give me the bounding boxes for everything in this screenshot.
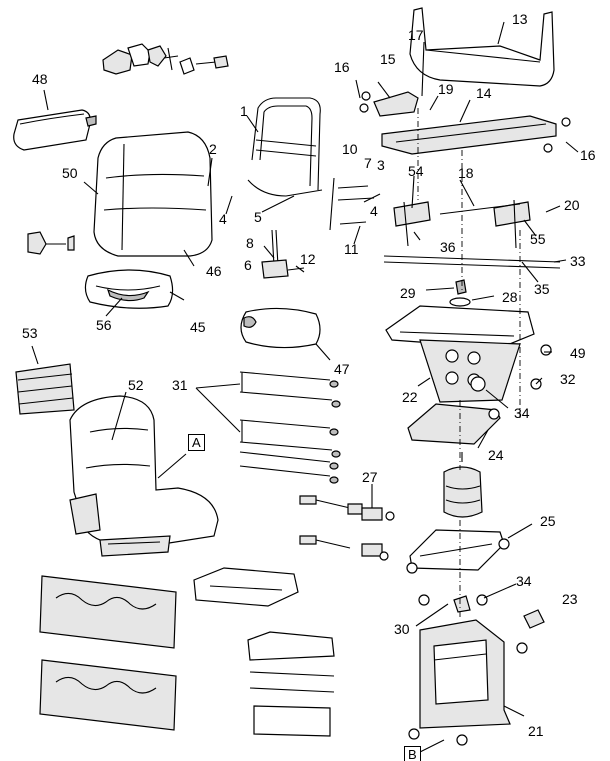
callout-45: 45 — [190, 319, 206, 335]
leader-lines — [31, 21, 579, 753]
hardware-cluster — [102, 43, 229, 75]
callout-1: 1 — [240, 103, 248, 119]
callout-16-right: 16 — [580, 147, 596, 163]
callout-18: 18 — [458, 165, 474, 181]
assembly-centerlines — [417, 108, 521, 620]
callout-34-lower: 34 — [516, 573, 532, 589]
lumbar-panel-2 — [39, 659, 177, 731]
callout-5: 5 — [254, 209, 262, 225]
bumper-block-23 — [523, 609, 545, 629]
callout-29: 29 — [400, 285, 416, 301]
callout-36: 36 — [440, 239, 456, 255]
callout-53: 53 — [22, 325, 38, 341]
slide-rails-14 — [381, 115, 571, 155]
seat-frame-13 — [409, 7, 555, 87]
callout-46: 46 — [206, 263, 222, 279]
callout-21: 21 — [528, 723, 544, 739]
tie-rods-31 — [239, 371, 341, 484]
callout-15: 15 — [380, 51, 396, 67]
callout-50: 50 — [62, 165, 78, 181]
callout-7: 7 — [364, 155, 372, 171]
callout-54: 54 — [408, 163, 424, 179]
callout-6: 6 — [244, 257, 252, 273]
callout-27: 27 — [362, 469, 378, 485]
callout-13: 13 — [512, 11, 528, 27]
air-spring — [443, 452, 483, 518]
view-marker-b: B — [404, 746, 421, 761]
back-frame-1 — [247, 97, 323, 197]
seat-cushion-45 — [84, 269, 174, 309]
callout-23: 23 — [562, 591, 578, 607]
callout-34-upper: 34 — [514, 405, 530, 421]
shock-absorbers-27 — [299, 495, 395, 561]
adjuster-knob — [27, 231, 75, 255]
callout-49: 49 — [570, 345, 586, 361]
armrest-47 — [240, 307, 321, 349]
lumbar-panel-1 — [39, 575, 177, 649]
callout-19: 19 — [438, 81, 454, 97]
callout-25: 25 — [540, 513, 556, 529]
armrest-pad-48 — [13, 109, 97, 151]
callout-11: 11 — [344, 241, 359, 257]
callout-55: 55 — [530, 231, 546, 247]
frame-boot-top — [193, 567, 299, 607]
base-21 — [408, 594, 528, 746]
adjust-lever-18 — [393, 199, 531, 249]
callout-30: 30 — [394, 621, 410, 637]
callout-48: 48 — [32, 71, 48, 87]
back-cushion-50 — [93, 131, 213, 257]
callout-17: 17 — [408, 27, 424, 43]
callout-31: 31 — [172, 377, 188, 393]
callout-16-left: 16 — [334, 59, 350, 75]
view-marker-a: A — [188, 434, 205, 451]
callout-22: 22 — [402, 389, 418, 405]
bracket-15 — [359, 91, 419, 117]
callout-12: 12 — [300, 251, 316, 267]
callout-2: 2 — [209, 141, 217, 157]
callout-8: 8 — [246, 235, 254, 251]
callout-35: 35 — [534, 281, 550, 297]
base-tray-22 — [385, 305, 552, 403]
callout-10: 10 — [342, 141, 358, 157]
callout-3: 3 — [377, 157, 385, 173]
callout-32: 32 — [560, 371, 576, 387]
map-pocket-53 — [15, 363, 75, 415]
callout-52: 52 — [128, 377, 144, 393]
bolts-group — [329, 177, 375, 231]
callout-47: 47 — [334, 361, 350, 377]
callout-20: 20 — [564, 197, 580, 213]
callout-33: 33 — [570, 253, 586, 269]
callout-24: 24 — [488, 447, 504, 463]
bellows-boot — [247, 631, 335, 737]
scissor-frame-25 — [406, 529, 510, 574]
scissor-link-24 — [407, 403, 501, 445]
lever-assembly — [261, 229, 305, 279]
callout-56: 56 — [96, 317, 112, 333]
callout-4-left: 4 — [219, 211, 227, 227]
complete-seat-52 — [69, 395, 219, 557]
fasteners-28-29 — [449, 279, 471, 307]
callout-28: 28 — [502, 289, 518, 305]
callout-4-right: 4 — [370, 203, 378, 219]
callout-14: 14 — [476, 85, 492, 101]
rod-33 — [383, 255, 561, 269]
